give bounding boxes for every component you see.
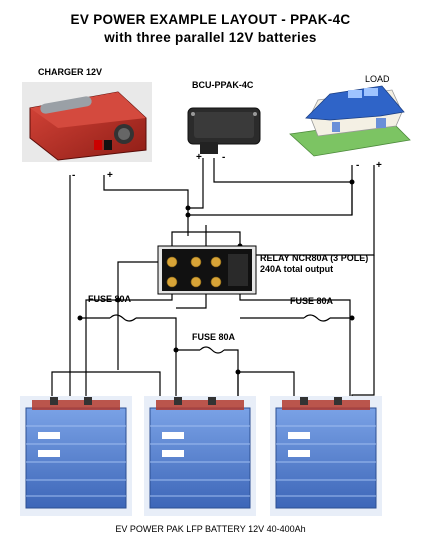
load-label: LOAD xyxy=(365,74,390,84)
fuse-right-icon xyxy=(303,314,331,322)
bcu-label: BCU-PPAK-4C xyxy=(192,80,254,90)
relay-label-1: RELAY NCR80A (3 POLE) xyxy=(260,253,369,263)
wire-load-neg xyxy=(188,165,353,216)
battery-2 xyxy=(144,396,256,516)
fuse-left-label: FUSE 80A xyxy=(88,294,132,304)
charger-pos-label: + xyxy=(107,170,113,181)
wire-relay-out-3 xyxy=(239,290,351,410)
wire-bat3-neg xyxy=(237,371,295,410)
wire-bcu-neg xyxy=(213,158,353,215)
wire-relay-left xyxy=(117,261,160,370)
bcu-pos-label: + xyxy=(196,152,202,163)
battery-caption: EV POWER PAK LFP BATTERY 12V 40-400Ah xyxy=(115,524,306,534)
wire-bat3-pos xyxy=(351,255,375,410)
fuse-left-icon xyxy=(109,314,137,322)
fuse-middle-icon xyxy=(199,346,225,354)
charger-unit xyxy=(22,82,152,162)
wire-fuse-left xyxy=(80,317,177,410)
fuse-middle-label: FUSE 80A xyxy=(192,332,236,342)
relay-unit xyxy=(157,245,257,295)
fuse-right-label: FUSE 80A xyxy=(290,296,334,306)
battery-1 xyxy=(20,396,132,516)
wire-bcu-pos xyxy=(188,158,204,209)
house-icon xyxy=(289,85,411,157)
relay-label-2: 240A total output xyxy=(260,264,334,274)
wire-load-pos xyxy=(255,165,375,256)
wire-relay-out-1 xyxy=(85,290,173,368)
charger-label: CHARGER 12V xyxy=(38,67,103,77)
wire-relay-out-2 xyxy=(176,290,207,309)
load-pos-label: + xyxy=(376,160,382,171)
wire-charger-pos xyxy=(103,175,189,236)
title-line-1: EV POWER EXAMPLE LAYOUT - PPAK-4C xyxy=(70,12,351,27)
bcu-unit xyxy=(187,107,261,154)
battery-3 xyxy=(270,396,382,516)
charger-neg-label: - xyxy=(72,170,76,181)
load-neg-label: - xyxy=(356,160,360,171)
wires xyxy=(51,158,375,410)
fuse-symbols xyxy=(109,314,331,354)
title-line-2: with three parallel 12V batteries xyxy=(104,30,317,45)
bcu-neg-label: - xyxy=(222,152,226,163)
